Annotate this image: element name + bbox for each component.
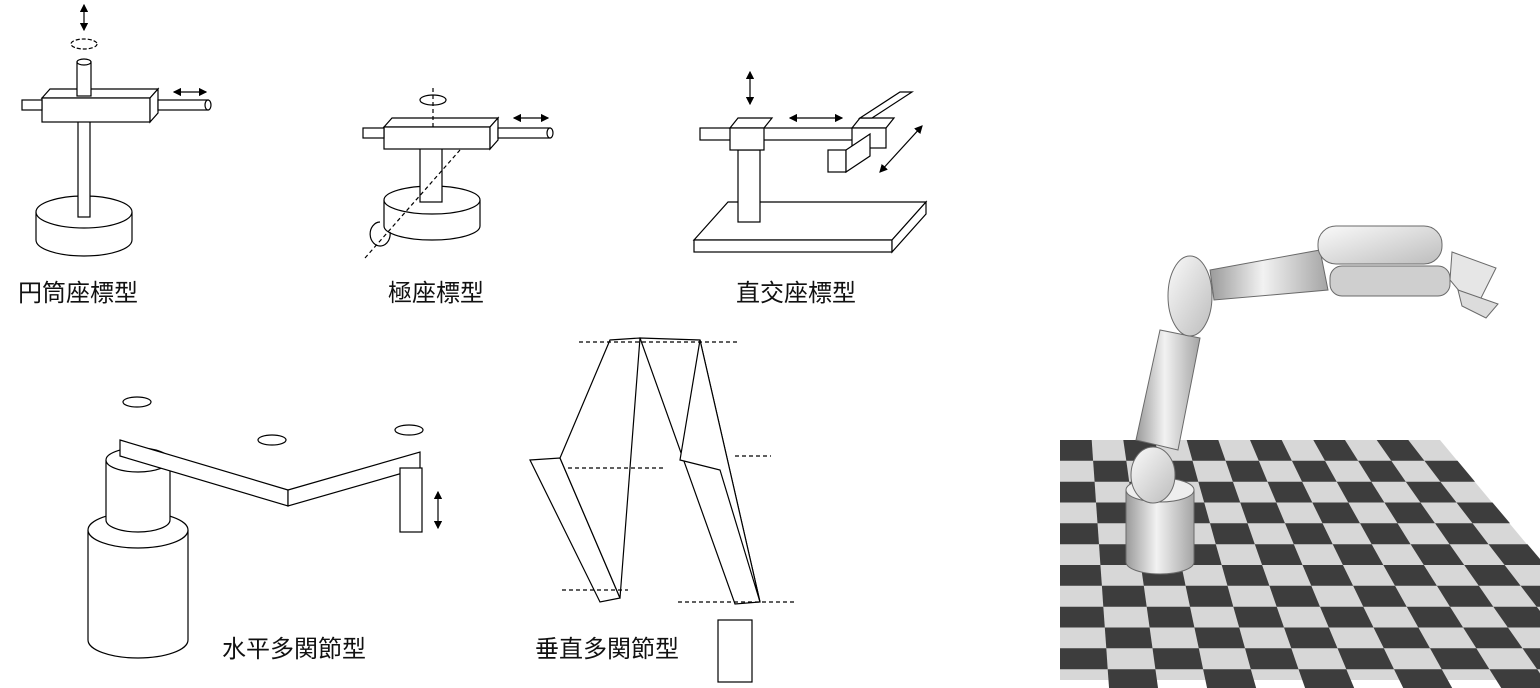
label-cylindrical: 円筒座標型 <box>18 281 138 305</box>
floor-tile <box>1105 628 1153 649</box>
floor-tile <box>1222 565 1270 586</box>
floor-tile <box>1284 628 1338 649</box>
label-scara: 水平多関節型 <box>222 637 366 661</box>
floor-tile <box>1245 648 1299 669</box>
floor-tile <box>1060 482 1096 503</box>
scara-robot <box>88 397 438 658</box>
floor-tile <box>1060 440 1093 461</box>
label-vertical: 垂直多関節型 <box>535 637 679 661</box>
floor-tile <box>1198 482 1240 503</box>
floor-tile <box>1060 523 1099 544</box>
label-polar: 極座標型 <box>388 281 484 305</box>
cylindrical-robot <box>22 5 211 256</box>
floor-tile <box>1147 607 1195 628</box>
floor-tile <box>1233 607 1284 628</box>
label-cartesian: 直交座標型 <box>736 281 856 305</box>
floor-tile <box>1060 607 1105 628</box>
floor-tile <box>1203 669 1257 688</box>
robot-3d-render <box>1060 226 1540 688</box>
floor-tile <box>1194 628 1245 649</box>
floor-tile <box>1269 586 1320 607</box>
floor-tile <box>1060 565 1102 586</box>
floor-tile <box>1299 669 1356 688</box>
floor-tile <box>1489 669 1540 688</box>
floor-tile <box>1153 648 1204 669</box>
floor-tile <box>1093 461 1129 482</box>
floor-tile <box>1210 523 1255 544</box>
floor-tile <box>1060 648 1108 669</box>
floor-tile <box>1102 586 1147 607</box>
floor-tile <box>1186 586 1234 607</box>
floor-tile <box>1108 669 1159 688</box>
cartesian-robot <box>694 72 926 252</box>
vertical-robot <box>530 338 796 682</box>
polar-robot <box>363 88 553 258</box>
